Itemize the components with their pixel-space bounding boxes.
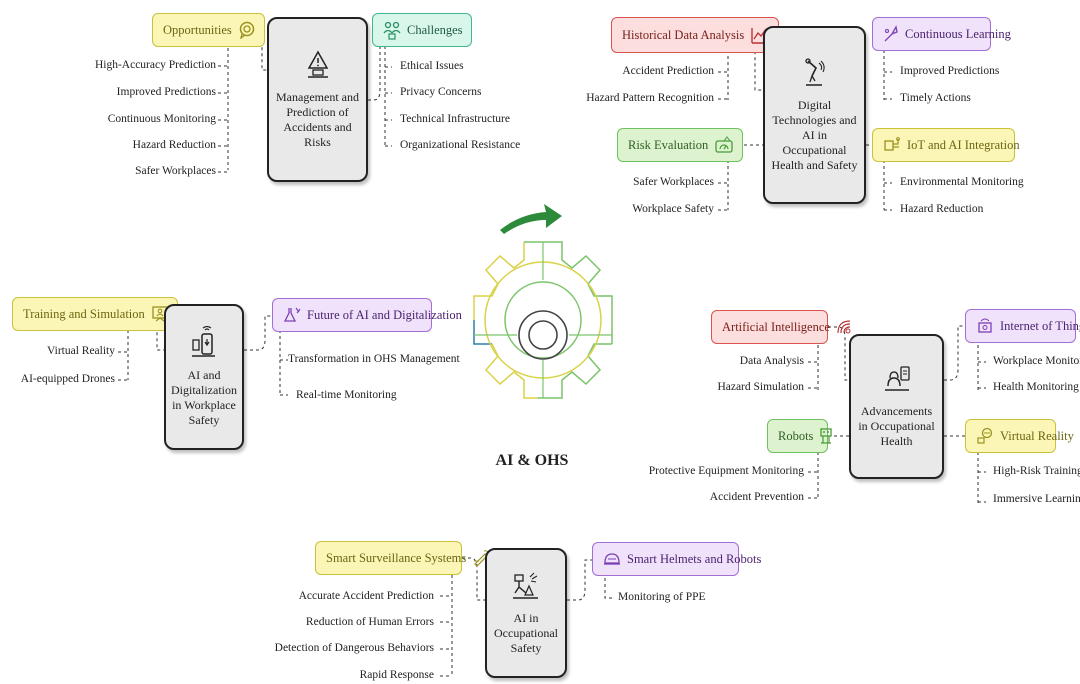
list-item: Technical Infrastructure xyxy=(400,113,510,125)
tag-future-ai: Future of AI and Digitalization xyxy=(272,298,462,332)
tag-smart-surveillance: Smart Surveillance Systems xyxy=(315,541,489,575)
tag-label: IoT and AI Integration xyxy=(907,137,1020,152)
tag-continuous-learning: Continuous Learning xyxy=(872,17,1011,51)
list-item: Continuous Monitoring xyxy=(107,113,216,125)
center-label: AI & OHS xyxy=(495,452,569,469)
tag-label: Continuous Learning xyxy=(905,26,1011,41)
circuit-icon xyxy=(883,136,901,154)
list-item: Accident Prediction xyxy=(622,65,714,77)
list-item: Protective Equipment Monitoring xyxy=(648,465,804,477)
tag-iot-ai: IoT and AI Integration xyxy=(872,128,1020,162)
tag-label: Smart Helmets and Robots xyxy=(627,551,762,566)
tag-label: Training and Simulation xyxy=(23,306,145,321)
tag-smart-helmets: Smart Helmets and Robots xyxy=(592,542,761,576)
tag-label: Internet of Things xyxy=(1000,318,1080,333)
signal-icon xyxy=(836,319,852,335)
list-item: Accurate Accident Prediction xyxy=(298,590,434,602)
list-item: Improved Predictions xyxy=(900,65,1000,77)
robot-icon xyxy=(819,427,833,445)
list-item: Environmental Monitoring xyxy=(900,176,1024,188)
list-item: Privacy Concerns xyxy=(400,86,482,98)
list-item: Ethical Issues xyxy=(400,60,464,72)
list-item: Safer Workplaces xyxy=(135,165,216,177)
tag-label: Future of AI and Digitalization xyxy=(307,307,462,322)
list-item: Workplace Monitoring xyxy=(993,355,1080,367)
tag-label: Virtual Reality xyxy=(1000,428,1074,443)
list-item: Workplace Safety xyxy=(632,203,714,215)
list-item: Hazard Reduction xyxy=(132,139,216,151)
tag-label: Historical Data Analysis xyxy=(622,27,745,42)
people-puzzle-icon xyxy=(383,20,401,40)
tag-virtual-reality: Virtual Reality xyxy=(965,419,1074,453)
list-item: AI-equipped Drones xyxy=(20,373,115,385)
tag-label: Smart Surveillance Systems xyxy=(326,550,467,565)
hub-label: AI and Digitalization in Workplace Safet… xyxy=(171,368,237,427)
tag-label: Robots xyxy=(778,428,814,443)
flask-icon xyxy=(283,306,301,324)
hub-label: Digital Technologies and AI in Occupatio… xyxy=(771,97,858,172)
hub-digital: Digital Technologies and AI in Occupatio… xyxy=(763,26,866,204)
robot-arm-icon xyxy=(512,571,540,611)
worker-monitor-icon xyxy=(883,364,911,404)
list-item: Organizational Resistance xyxy=(400,139,521,151)
tag-artificial-intelligence: Artificial Intelligence xyxy=(711,310,851,344)
hub-label: Management and Prediction of Accidents a… xyxy=(276,89,359,149)
tag-internet-of-things: Internet of Things xyxy=(965,309,1080,343)
list-item: Timely Actions xyxy=(900,92,971,104)
list-item: Hazard Simulation xyxy=(717,381,804,393)
list-item: Rapid Response xyxy=(359,669,434,681)
chat-bubble-icon xyxy=(238,21,256,39)
list-item: Detection of Dangerous Behaviors xyxy=(274,642,434,654)
tag-label: Artificial Intelligence xyxy=(722,319,830,334)
hub-label: AI in Occupational Safety xyxy=(494,610,558,655)
list-item: Monitoring of PPE xyxy=(618,591,706,603)
tag-historical-data: Historical Data Analysis xyxy=(611,17,780,53)
hub-management: Management and Prediction of Accidents a… xyxy=(267,17,368,182)
list-item: Virtual Reality xyxy=(47,345,115,357)
smartphone-icon xyxy=(191,325,217,368)
vr-headset-icon xyxy=(976,427,994,445)
tag-label: Challenges xyxy=(407,22,463,37)
list-item: Reduction of Human Errors xyxy=(305,616,434,628)
tag-challenges: Challenges xyxy=(372,13,472,47)
iot-hub-icon xyxy=(976,317,994,335)
list-item: Real-time Monitoring xyxy=(296,389,397,401)
curved-arrow-icon xyxy=(500,204,562,234)
hub-label: Advancements in Occupational Health xyxy=(858,404,935,448)
welding-robot-icon xyxy=(802,57,828,98)
tag-label: Opportunities xyxy=(163,22,232,37)
list-item: High-Risk Training xyxy=(993,465,1080,477)
list-item: Immersive Learning xyxy=(993,493,1080,505)
list-item: Transformation in OHS Management xyxy=(288,353,460,365)
list-item: Hazard Pattern Recognition xyxy=(586,92,714,104)
list-item: Improved Predictions xyxy=(116,86,216,98)
tag-risk-evaluation: Risk Evaluation xyxy=(617,128,744,162)
list-item: Safer Workplaces xyxy=(633,176,714,188)
list-item: Hazard Reduction xyxy=(900,203,984,215)
tag-opportunities: Opportunities xyxy=(152,13,265,47)
list-item: Health Monitoring xyxy=(993,381,1079,393)
hub-advancements: Advancements in Occupational Health xyxy=(849,334,944,479)
list-item: High-Accuracy Prediction xyxy=(94,59,216,71)
tag-robots: Robots xyxy=(767,419,833,453)
hub-digitalization: AI and Digitalization in Workplace Safet… xyxy=(164,304,244,450)
gear-icon xyxy=(473,204,613,399)
list-item: Data Analysis xyxy=(739,355,804,367)
helmet-icon xyxy=(603,551,621,567)
gauge-icon xyxy=(714,136,734,154)
list-item: Accident Prevention xyxy=(709,491,804,503)
person-laptop-icon xyxy=(305,49,331,90)
hub-safety: AI in Occupational Safety xyxy=(485,548,567,678)
tag-label: Risk Evaluation xyxy=(628,137,709,152)
tag-training-simulation: Training and Simulation xyxy=(12,297,178,331)
flask-rocket-icon xyxy=(883,25,899,43)
